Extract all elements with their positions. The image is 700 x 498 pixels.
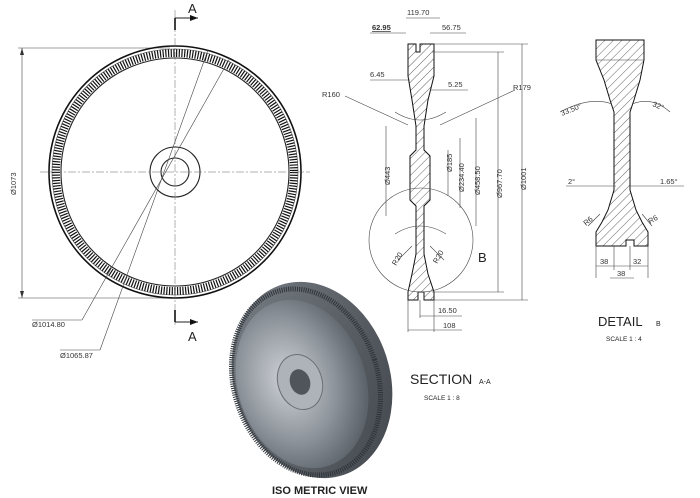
section-mark-bottom: A	[188, 329, 197, 344]
dim-1065: Ø1065.87	[60, 351, 93, 360]
dim-width-38a: 38	[600, 257, 608, 266]
dim-angle-right: 32°	[651, 100, 665, 113]
dim-r20-left: R20	[390, 251, 405, 267]
dim-width-38b: 38	[617, 269, 625, 278]
front-view: Ø1073 A A Ø1014.80 Ø1065.87	[9, 1, 310, 360]
detail-b-callout-circle	[368, 187, 474, 293]
dim-r160: R160	[322, 90, 340, 99]
dim-angle-165: 1.65°	[660, 177, 678, 186]
dim-967: Ø967.70	[495, 169, 504, 198]
dim-r6-right: R6	[647, 213, 660, 226]
dim-right-offset: 56.75	[442, 23, 461, 32]
detail-title: DETAIL	[598, 314, 643, 329]
detail-view: 33.50° 32° 2° 1.65° R6 R6 38 38 32 DETAI…	[559, 39, 684, 343]
iso-title: ISO METRIC VIEW	[272, 485, 368, 497]
dim-angle-left: 33.50°	[559, 101, 583, 118]
section-profile	[407, 43, 435, 301]
dim-r6-left: R6	[582, 214, 595, 227]
dim-108: 108	[443, 321, 456, 330]
section-title: SECTION	[410, 371, 472, 387]
section-scale: SCALE 1 : 8	[424, 395, 460, 402]
dim-angle-2: 2°	[568, 177, 575, 186]
dim-1001: Ø1001	[519, 167, 528, 190]
dim-left-offset: 62.95	[372, 23, 391, 32]
dim-r20-right: R20	[431, 249, 446, 265]
dim-458: Ø458.50	[473, 166, 482, 195]
dim-outer-diameter: Ø1073	[9, 172, 18, 195]
dim-width-32: 32	[633, 257, 641, 266]
dim-234: Ø234.40	[457, 163, 466, 192]
detail-profile	[595, 39, 649, 247]
dim-185: Ø185	[445, 154, 454, 172]
dim-1650: 16.50	[438, 306, 457, 315]
dim-web-left: 6.45	[370, 70, 385, 79]
dim-1014: Ø1014.80	[32, 320, 65, 329]
section-title-suffix: A-A	[479, 379, 491, 386]
detail-b-label: B	[478, 250, 487, 265]
iso-view: ISO METRIC VIEW	[228, 281, 393, 497]
detail-scale: SCALE 1 : 4	[606, 336, 642, 343]
dim-web-right: 5.25	[448, 80, 463, 89]
iso-rim-teeth	[228, 286, 384, 478]
detail-title-suffix: B	[656, 321, 661, 328]
dim-443: Ø443	[383, 167, 392, 185]
section-mark-top: A	[188, 1, 197, 16]
iso-hub-bore	[289, 369, 311, 395]
dim-top-width: 119.70	[407, 8, 429, 17]
section-view: 119.70 62.95 56.75 R160 R179 6.45 5.25 Ø…	[322, 8, 531, 402]
